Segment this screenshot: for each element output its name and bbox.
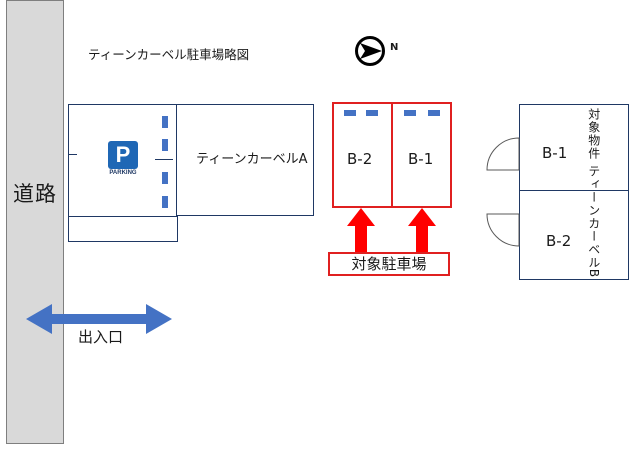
building-b-unit-2 <box>519 190 629 280</box>
car-marker <box>366 110 378 116</box>
car-marker <box>162 139 168 151</box>
red-arrow-icon <box>408 208 436 254</box>
door-icon <box>477 212 521 248</box>
red-arrow-icon <box>347 208 375 254</box>
parking-lot-tick <box>155 159 173 160</box>
north-label: N <box>390 42 399 53</box>
parking-space-b1 <box>391 102 452 208</box>
car-marker <box>344 110 356 116</box>
car-marker <box>162 172 168 184</box>
building-b-unit-1 <box>519 104 629 192</box>
unit-b1-label: B-1 <box>542 144 568 162</box>
car-marker <box>162 116 168 128</box>
target-parking-legend: 対象駐車場 <box>328 252 450 276</box>
car-marker <box>404 110 416 116</box>
entrance-arrow-icon <box>26 302 174 336</box>
car-marker <box>162 196 168 208</box>
road-label: 道路 <box>13 182 57 206</box>
space-b1-label: B-1 <box>408 150 434 168</box>
parking-sign: P PARKING <box>104 141 142 179</box>
door-icon <box>477 136 521 172</box>
entrance-label: 出入口 <box>78 328 124 346</box>
road-strip <box>6 0 64 444</box>
parking-p-icon: P <box>108 141 138 169</box>
map-title: ティーンカーベル駐車場略図 <box>88 47 250 62</box>
building-a <box>176 104 314 216</box>
building-a-label: ティーンカーベルA <box>196 152 308 167</box>
north-arrow-icon <box>354 36 404 66</box>
parking-caption: PARKING <box>109 170 137 176</box>
car-marker <box>428 110 440 116</box>
parking-lot-divider <box>68 216 178 217</box>
space-b2-label: B-2 <box>347 150 373 168</box>
unit-b2-label: B-2 <box>546 232 572 250</box>
target-property-label: 対象物件 ティーンカーベルB <box>586 108 601 279</box>
parking-lot-tick <box>68 154 77 155</box>
